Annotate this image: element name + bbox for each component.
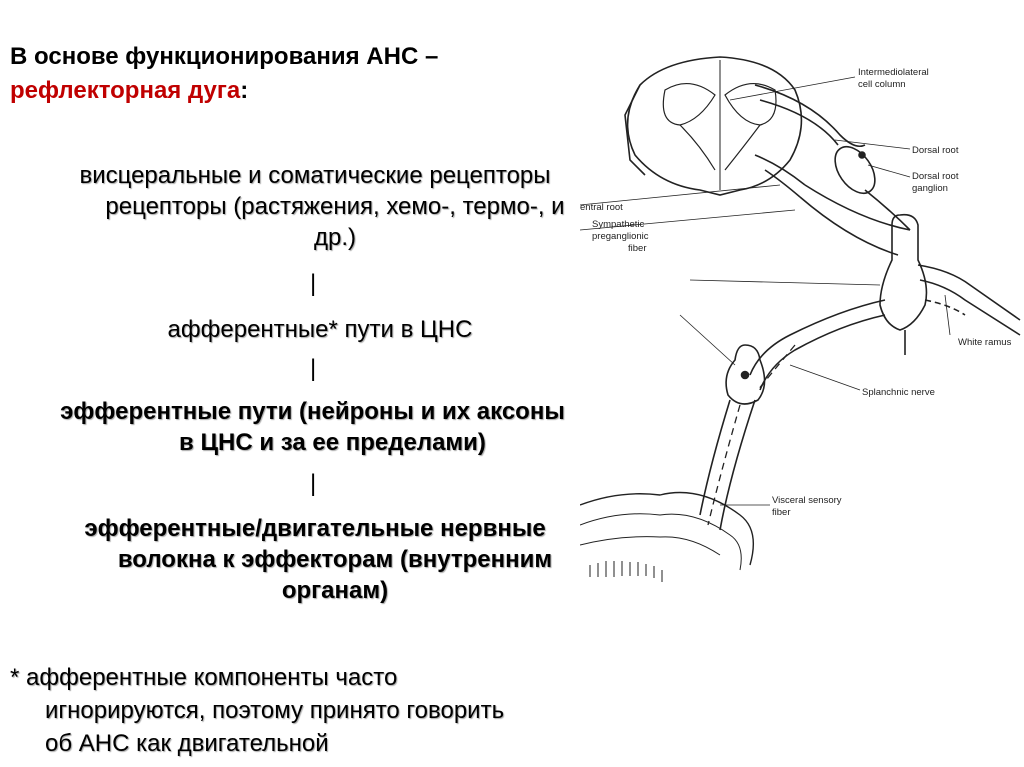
label-dorsal-ganglion-2: ganglion [912,183,948,194]
spinal-cord-illustration [580,56,1021,582]
label-dorsal-ganglion-1: Dorsal root [912,171,959,182]
footnote: * афферентные компоненты часто игнорирую… [10,661,610,760]
reflex-arc-diagram: Intermediolateral cell column Dorsal roo… [580,56,1021,582]
footnote-line2: игнорируются, поэтому принято говорить [45,697,505,724]
label-dorsal-root: Dorsal root [912,145,959,156]
label-splanchnic-nerve: Splanchnic nerve [862,387,935,398]
receptors-line1: висцеральные и соматические рецепторы [79,162,551,189]
motor-text: эфферентные/двигательные нервные волокна… [20,513,610,606]
motor-line2: волокна к эффекторам (внутренним [117,546,553,573]
heading-line1: В основе функционирования АНС – [10,43,439,70]
separator-1: | [310,270,317,297]
motor-line1: эфферентные/двигательные нервные [84,515,546,542]
label-visceral-1: Visceral sensory [772,495,842,506]
receptors-line3: др.) [313,224,356,251]
efferent-text: эфферентные пути (нейроны и их аксоны в … [0,396,625,458]
label-visceral-2: fiber [772,507,790,518]
label-white-ramus: White ramus [958,337,1012,348]
motor-line3: органам) [281,577,389,604]
diagram-labels: Intermediolateral cell column Dorsal roo… [580,67,1012,518]
slide-heading: В основе функционирования АНС – рефлекто… [10,40,570,108]
afferent-text: афферентные* пути в ЦНС [167,316,473,343]
label-ventral-root: entral root [580,202,623,213]
label-intermediolateral-2: cell column [858,79,906,90]
separator-2: | [310,355,317,382]
efferent-line2: в ЦНС и за ее пределами) [179,429,486,456]
efferent-line1: эфферентные пути (нейроны и их аксоны [60,398,565,425]
heading-colon: : [240,77,249,104]
separator-3: | [310,470,317,497]
label-intermediolateral-1: Intermediolateral [858,67,929,78]
label-sympathetic-2: preganglionic [592,231,649,242]
heading-reflex-arc: рефлекторная дуга [10,77,241,104]
receptors-text: висцеральные и соматические рецепторы ре… [20,160,610,253]
receptors-line2: рецепторы (растяжения, хемо-, термо-, и [105,193,565,220]
label-sympathetic-1: Sympathetic [592,219,645,230]
label-sympathetic-3: fiber [628,243,646,254]
footnote-line1: * афферентные компоненты часто [10,664,398,691]
footnote-line3: об АНС как двигательной [45,730,329,757]
